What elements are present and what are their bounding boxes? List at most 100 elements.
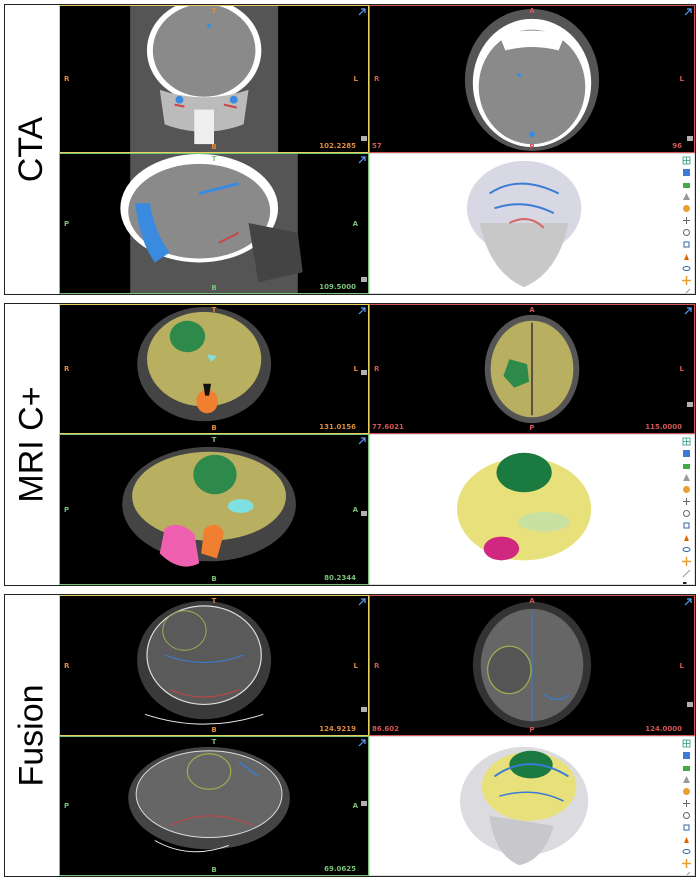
orientation-top: T bbox=[211, 155, 217, 163]
3d-render-view[interactable] bbox=[369, 736, 695, 876]
slice-scrollbar[interactable] bbox=[361, 447, 367, 574]
grid-icon[interactable] bbox=[682, 156, 691, 165]
maximize-icon[interactable] bbox=[684, 307, 692, 315]
ruler-icon[interactable] bbox=[682, 288, 691, 293]
axial-view[interactable]: A P R L 86.602 124.0000 bbox=[369, 595, 695, 736]
slice-coordinate: 96 bbox=[672, 142, 682, 150]
slice-scrollbar[interactable] bbox=[687, 317, 693, 423]
move-icon[interactable] bbox=[682, 497, 691, 506]
view-box-icon[interactable] bbox=[682, 449, 691, 458]
orientation-bottom: B bbox=[211, 284, 217, 292]
maximize-icon[interactable] bbox=[358, 598, 366, 606]
move-icon[interactable] bbox=[682, 799, 691, 808]
slice-scrollbar[interactable] bbox=[361, 166, 367, 283]
sagittal-ct-image bbox=[120, 154, 303, 293]
orientation-top: T bbox=[211, 597, 217, 605]
sagittal-view[interactable]: T B P A 80.2344 bbox=[59, 434, 369, 585]
grid-icon[interactable] bbox=[682, 739, 691, 748]
slice-scrollbar[interactable] bbox=[361, 317, 367, 423]
grid-icon[interactable] bbox=[682, 437, 691, 446]
3d-brain-render bbox=[457, 452, 592, 561]
cube-icon[interactable] bbox=[682, 521, 691, 530]
orientation-left: P bbox=[64, 802, 70, 810]
sagittal-view[interactable]: T B P A 69.0625 bbox=[59, 736, 369, 876]
crosshair-icon[interactable] bbox=[682, 557, 691, 566]
view-toolbar bbox=[682, 437, 692, 584]
orientation-bottom: P bbox=[529, 726, 535, 734]
camera-icon[interactable] bbox=[682, 763, 691, 772]
slice-scrollbar[interactable] bbox=[361, 749, 367, 865]
orientation-right: L bbox=[353, 661, 358, 670]
sagittal-view[interactable]: T B P A 109.5000 bbox=[59, 153, 369, 294]
view-box-icon[interactable] bbox=[682, 751, 691, 760]
cube-icon[interactable] bbox=[682, 823, 691, 832]
slice-scrollbar[interactable] bbox=[361, 18, 367, 142]
lamp-icon[interactable] bbox=[682, 533, 691, 542]
maximize-icon[interactable] bbox=[358, 739, 366, 747]
axial-view[interactable]: A P R L 77.6021 115.0000 bbox=[369, 304, 695, 434]
maximize-icon[interactable] bbox=[358, 8, 366, 16]
orientation-left: R bbox=[374, 365, 380, 373]
orientation-left: R bbox=[374, 661, 380, 670]
cube-icon[interactable] bbox=[682, 240, 691, 249]
lamp-icon[interactable] bbox=[682, 835, 691, 844]
warning-icon[interactable] bbox=[682, 775, 691, 784]
rotate-icon[interactable] bbox=[682, 811, 691, 820]
maximize-icon[interactable] bbox=[358, 156, 366, 164]
camera-icon[interactable] bbox=[682, 180, 691, 189]
maximize-icon[interactable] bbox=[358, 437, 366, 445]
sphere-icon[interactable] bbox=[682, 787, 691, 796]
orientation-left: R bbox=[64, 661, 70, 670]
warning-icon[interactable] bbox=[682, 192, 691, 201]
rotate-icon[interactable] bbox=[682, 509, 691, 518]
contrast-icon[interactable] bbox=[682, 581, 691, 584]
slice-coordinate-left: 57 bbox=[372, 142, 382, 150]
rotate-icon[interactable] bbox=[682, 228, 691, 237]
orientation-left: R bbox=[64, 75, 70, 83]
move-icon[interactable] bbox=[682, 216, 691, 225]
orientation-top: A bbox=[529, 7, 535, 15]
slice-scrollbar[interactable] bbox=[687, 608, 693, 725]
view-box-icon[interactable] bbox=[682, 168, 691, 177]
eye-icon[interactable] bbox=[682, 264, 691, 273]
3d-fusion-render bbox=[460, 746, 589, 866]
mri-row: MRI C+ T B R L 131.0156 A P R L 77.6021 … bbox=[4, 303, 696, 586]
slice-coordinate: 102.2285 bbox=[319, 142, 356, 150]
orientation-top: T bbox=[211, 7, 217, 15]
eye-icon[interactable] bbox=[682, 545, 691, 554]
3d-render-view[interactable] bbox=[369, 434, 695, 585]
slice-scrollbar[interactable] bbox=[361, 608, 367, 725]
eye-icon[interactable] bbox=[682, 847, 691, 856]
axial-fusion-image bbox=[472, 601, 592, 729]
warning-icon[interactable] bbox=[682, 473, 691, 482]
maximize-icon[interactable] bbox=[684, 598, 692, 606]
lamp-icon[interactable] bbox=[682, 252, 691, 261]
axial-view[interactable]: A P R L 57 96 bbox=[369, 5, 695, 153]
ruler-icon[interactable] bbox=[682, 871, 691, 875]
orientation-left: R bbox=[374, 75, 380, 83]
coronal-view[interactable]: T B R L 124.9219 bbox=[59, 595, 369, 736]
maximize-icon[interactable] bbox=[358, 307, 366, 315]
sphere-icon[interactable] bbox=[682, 204, 691, 213]
slice-coordinate: 124.9219 bbox=[319, 725, 356, 733]
crosshair-icon[interactable] bbox=[682, 859, 691, 868]
row-label-text: MRI C+ bbox=[12, 386, 51, 503]
coronal-fusion-image bbox=[137, 600, 272, 725]
crosshair-icon[interactable] bbox=[682, 276, 691, 285]
orientation-right: L bbox=[679, 661, 684, 670]
orientation-top: T bbox=[211, 436, 217, 444]
ruler-icon[interactable] bbox=[682, 569, 691, 578]
orientation-bottom: P bbox=[529, 143, 535, 151]
coronal-view[interactable]: T B R L 102.2285 bbox=[59, 5, 369, 153]
camera-icon[interactable] bbox=[682, 461, 691, 470]
coronal-view[interactable]: T B R L 131.0156 bbox=[59, 304, 369, 434]
orientation-top: A bbox=[529, 306, 535, 314]
3d-render-view[interactable] bbox=[369, 153, 695, 294]
maximize-icon[interactable] bbox=[684, 8, 692, 16]
slice-scrollbar[interactable] bbox=[687, 18, 693, 142]
orientation-bottom: B bbox=[211, 726, 217, 734]
slice-coordinate-left: 77.6021 bbox=[372, 423, 404, 431]
row-label: Fusion bbox=[5, 595, 59, 876]
sphere-icon[interactable] bbox=[682, 485, 691, 494]
orientation-bottom: B bbox=[211, 866, 217, 874]
